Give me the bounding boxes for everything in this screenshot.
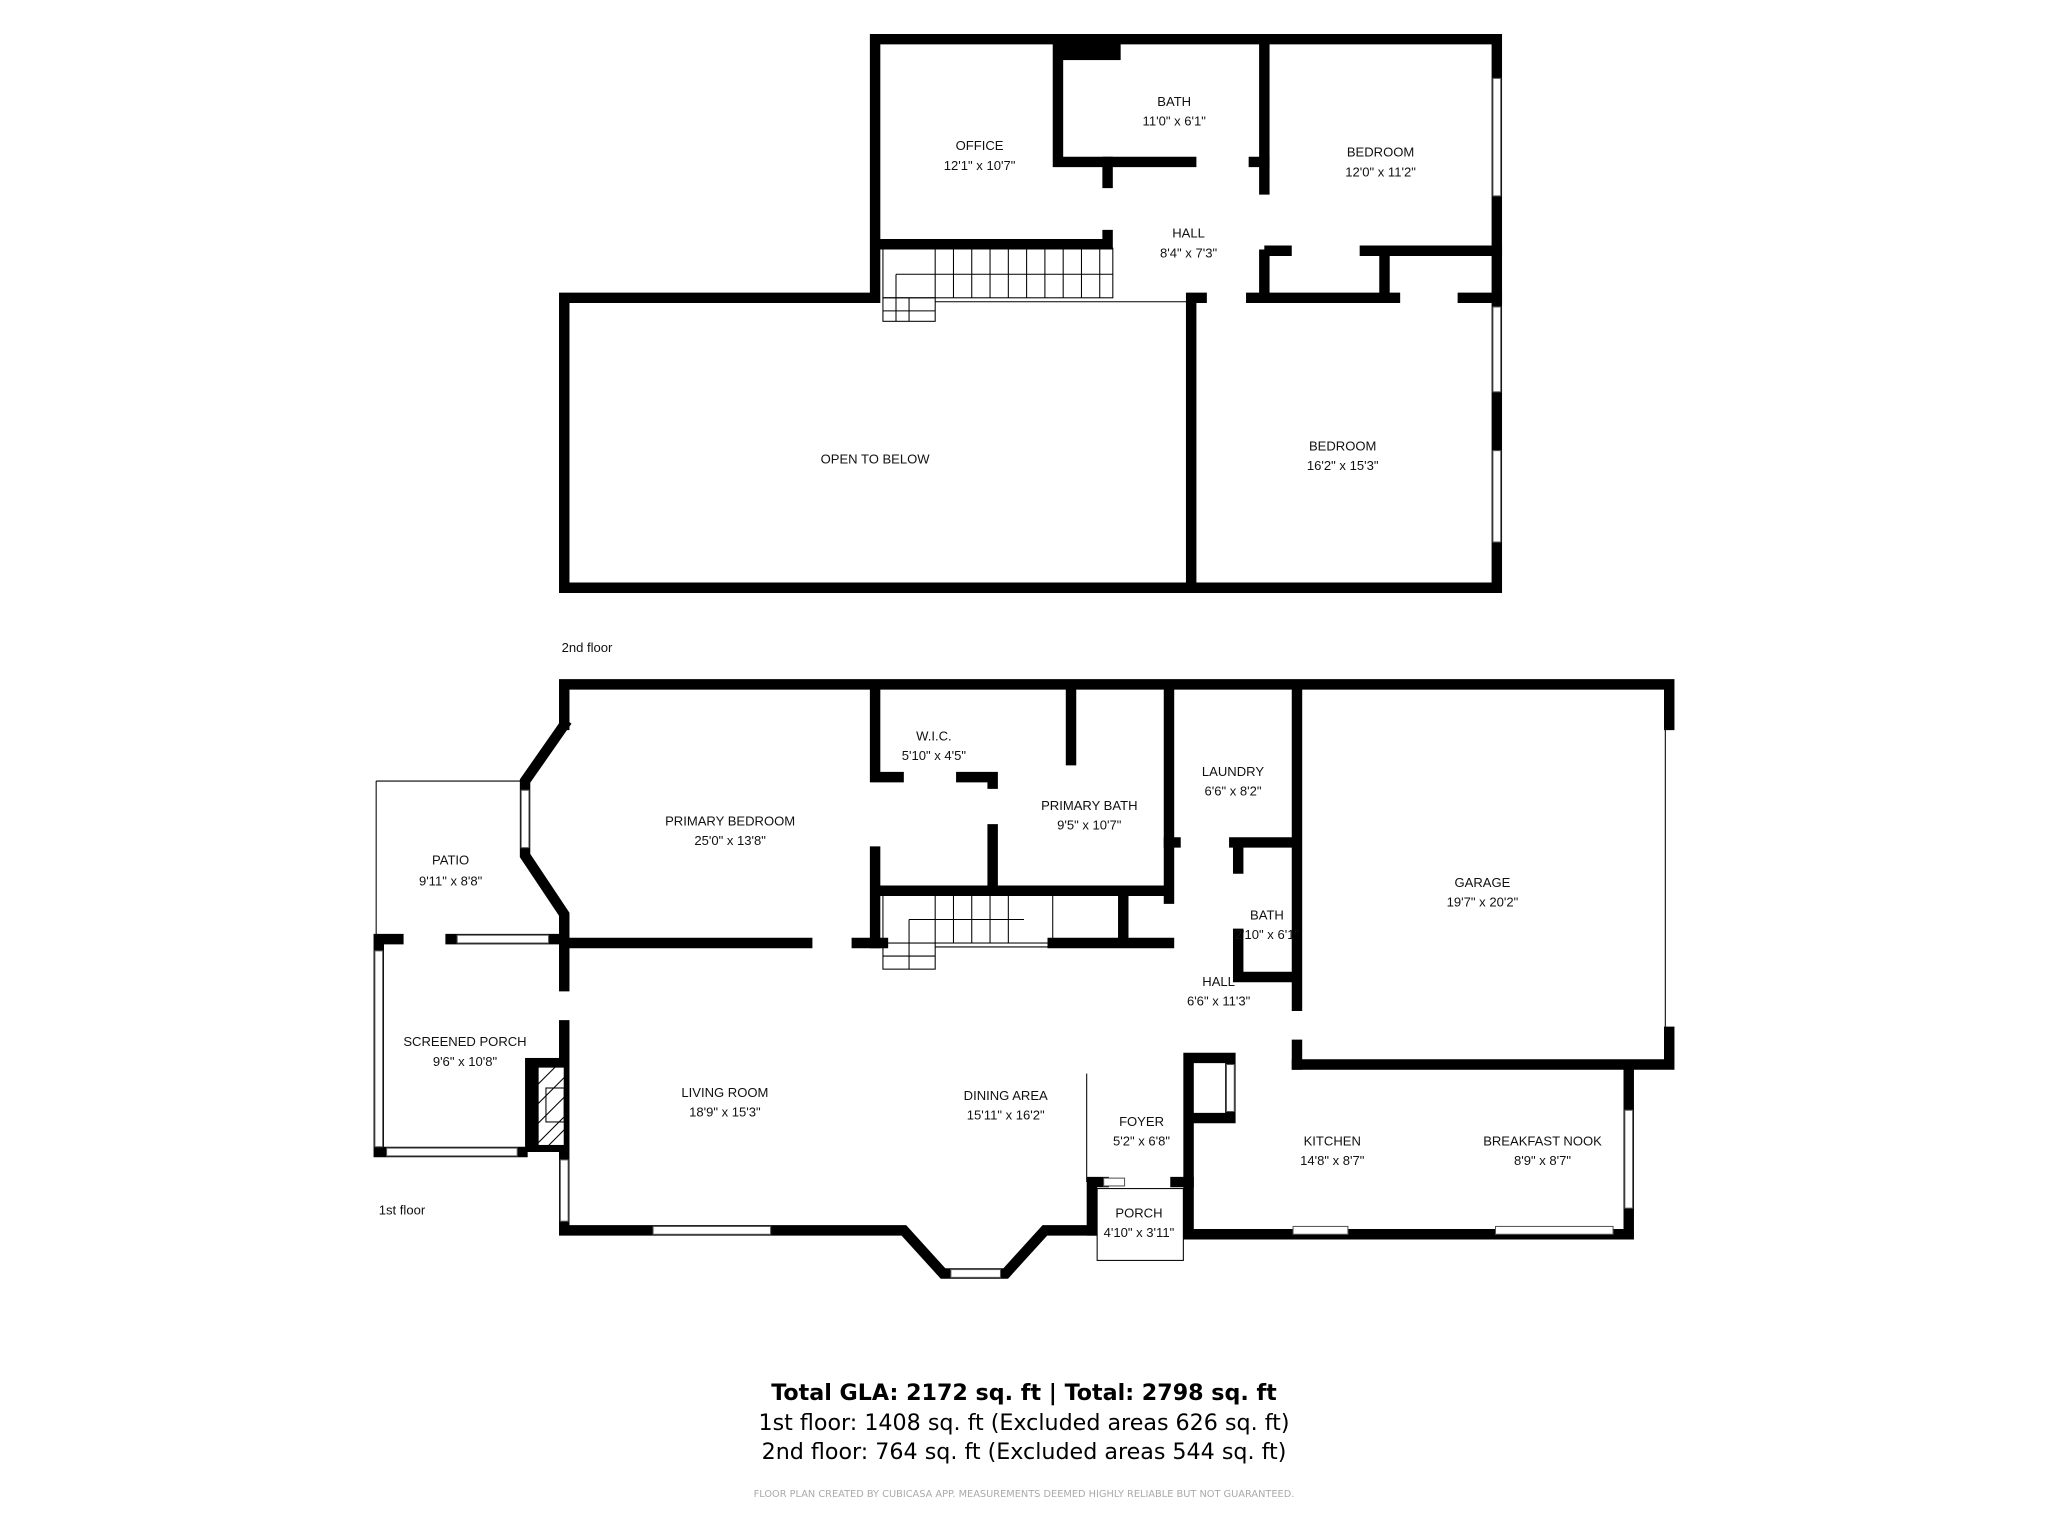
- room-name-hall: HALL: [1202, 974, 1235, 989]
- room-name-bedroom: BEDROOM: [1347, 145, 1414, 160]
- second-floor-labels: OFFICE 12'1" x 10'7" BATH 11'0" x 6'1" B…: [562, 94, 1417, 655]
- room-name-laundry: LAUNDRY: [1202, 764, 1264, 779]
- room-name-office: OFFICE: [956, 138, 1004, 153]
- room-size-breakfast-nook: 8'9" x 8'7": [1514, 1153, 1571, 1168]
- room-name-screened-porch: SCREENED PORCH: [403, 1034, 526, 1049]
- room-size-patio: 9'11" x 8'8": [419, 874, 483, 889]
- disclaimer: FLOOR PLAN CREATED BY CUBICASA APP. MEAS…: [754, 1489, 1295, 1500]
- room-name-foyer: FOYER: [1119, 1114, 1164, 1129]
- first-floor-labels: W.I.C. 5'10" x 4'5" PRIMARY BEDROOM 25'0…: [379, 729, 1602, 1240]
- room-name-primary-bath: PRIMARY BATH: [1041, 798, 1137, 813]
- room-size-bedroom-2: 16'2" x 15'3": [1307, 458, 1379, 473]
- room-size-bedroom: 12'0" x 11'2": [1345, 164, 1416, 179]
- room-name-bath: BATH: [1250, 908, 1284, 923]
- room-size-porch: 4'10" x 3'11": [1104, 1225, 1175, 1240]
- room-size-dining-area: 15'11" x 16'2": [967, 1107, 1045, 1122]
- room-size-hall: 8'4" x 7'3": [1160, 245, 1217, 260]
- room-size-bath: 11'0" x 6'1": [1143, 113, 1207, 128]
- room-size-primary-bedroom: 25'0" x 13'8": [694, 833, 766, 848]
- room-size-bath: 2'10" x 6'1": [1235, 927, 1300, 942]
- second-floor-walls: [559, 33, 1503, 593]
- room-name-breakfast-nook: BREAKFAST NOOK: [1483, 1133, 1602, 1148]
- room-size-wic: 5'10" x 4'5": [902, 748, 967, 763]
- room-name-kitchen: KITCHEN: [1304, 1133, 1361, 1148]
- room-size-primary-bath: 9'5" x 10'7": [1057, 817, 1122, 832]
- room-size-living-room: 18'9" x 15'3": [689, 1105, 761, 1120]
- room-name-living-room: LIVING ROOM: [681, 1085, 768, 1100]
- room-size-foyer: 5'2" x 6'8": [1113, 1133, 1170, 1148]
- room-name-patio: PATIO: [432, 853, 469, 868]
- room-size-hall: 6'6" x 11'3": [1187, 994, 1251, 1009]
- room-name-porch: PORCH: [1115, 1205, 1162, 1220]
- floor-label-1st: 1st floor: [379, 1203, 426, 1218]
- room-name-hall: HALL: [1172, 226, 1205, 241]
- room-name-garage: GARAGE: [1455, 875, 1511, 890]
- room-size-garage: 19'7" x 20'2": [1447, 894, 1519, 909]
- room-name-wic: W.I.C.: [916, 729, 952, 744]
- stairs: [882, 892, 1054, 970]
- room-size-screened-porch: 9'6" x 10'8": [433, 1054, 498, 1069]
- room-size-laundry: 6'6" x 8'2": [1204, 783, 1261, 798]
- total-area: Total GLA: 2172 sq. ft | Total: 2798 sq.…: [771, 1380, 1277, 1406]
- room-size-kitchen: 14'8" x 8'7": [1300, 1153, 1365, 1168]
- room-name-bedroom-2: BEDROOM: [1309, 439, 1376, 454]
- first-floor-walls: [373, 679, 1675, 1279]
- room-name-bath: BATH: [1157, 94, 1191, 109]
- first-floor-area: 1st floor: 1408 sq. ft (Excluded areas 6…: [759, 1410, 1290, 1436]
- room-name-primary-bedroom: PRIMARY BEDROOM: [665, 813, 795, 828]
- second-floor-area: 2nd floor: 764 sq. ft (Excluded areas 54…: [762, 1439, 1287, 1465]
- room-size-office: 12'1" x 10'7": [944, 158, 1016, 173]
- area-summary: Total GLA: 2172 sq. ft | Total: 2798 sq.…: [754, 1380, 1295, 1500]
- stairs: [882, 247, 1189, 322]
- floor-label-2nd: 2nd floor: [562, 640, 613, 655]
- room-name-open-to-below: OPEN TO BELOW: [821, 452, 931, 467]
- room-name-dining-area: DINING AREA: [964, 1088, 1048, 1103]
